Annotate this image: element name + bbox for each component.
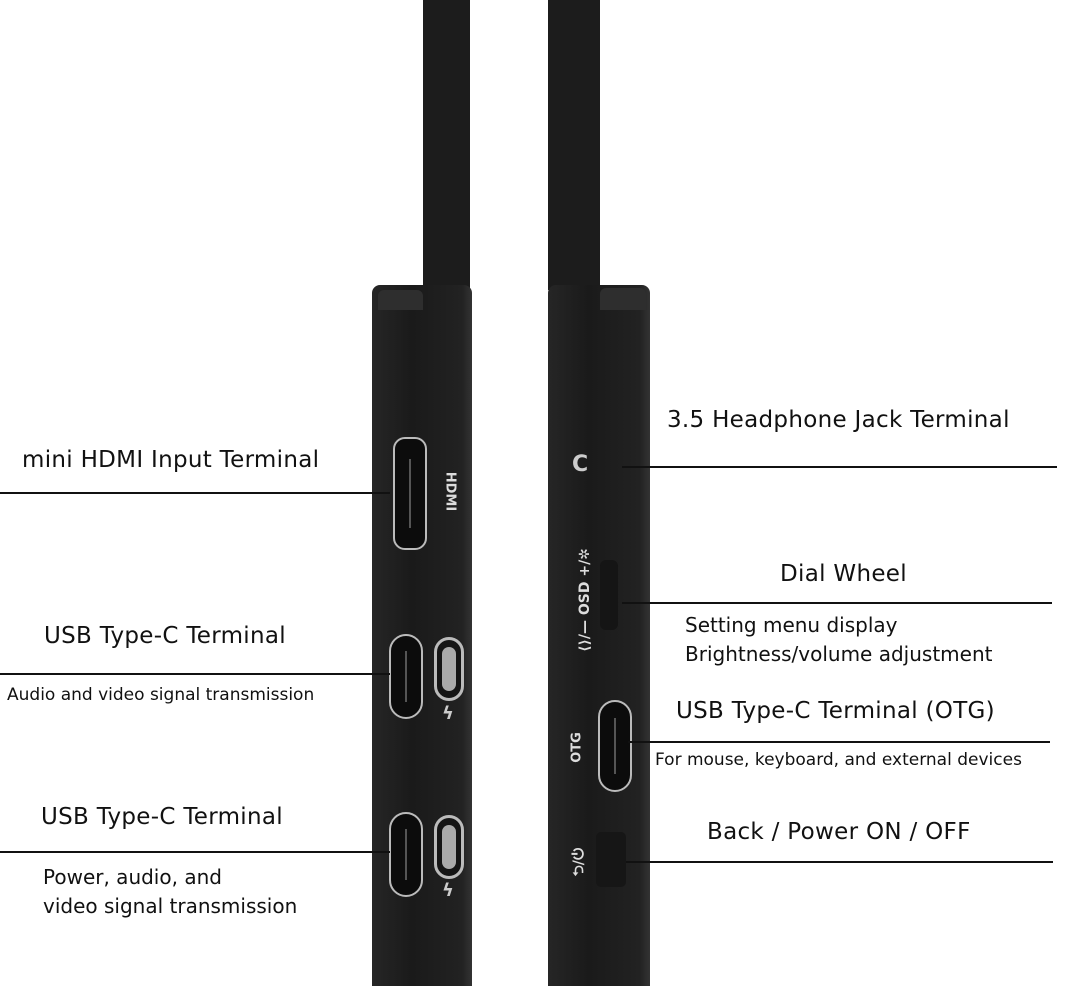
usbc2-desc-2: video signal transmission	[43, 894, 298, 918]
mini-hdmi-port	[393, 437, 427, 550]
dial-desc-1: Setting menu display	[685, 613, 898, 637]
usb-c-port-2	[389, 812, 423, 897]
left-device-stalk	[423, 0, 470, 290]
otg-title: USB Type-C Terminal (OTG)	[676, 698, 995, 724]
otg-leader-line	[628, 741, 1050, 743]
bolt-icon: ϟ	[442, 880, 454, 901]
usb-c-otg-port	[598, 700, 632, 792]
otg-marking: OTG	[569, 732, 585, 763]
usbc1-desc: Audio and video signal transmission	[7, 685, 315, 705]
power-title: Back / Power ON / OFF	[707, 819, 971, 845]
power-leader-line	[626, 861, 1053, 863]
usbc2-leader-line	[0, 851, 390, 853]
right-device-stalk	[548, 0, 600, 290]
usb-c-port-1b	[434, 637, 464, 701]
headphone-leader-line	[622, 466, 1057, 468]
power-button	[596, 832, 626, 887]
dial-wheel	[600, 560, 618, 630]
usbc2-desc-1: Power, audio, and	[43, 865, 222, 889]
left-device-lip	[378, 290, 423, 310]
usbc2-title: USB Type-C Terminal	[41, 804, 283, 830]
dial-leader-line	[622, 602, 1052, 604]
usbc1-title: USB Type-C Terminal	[44, 623, 286, 649]
right-device-lip	[600, 288, 646, 310]
hdmi-leader-line	[0, 492, 390, 494]
headphone-icon: C	[572, 452, 589, 477]
power-marking: ⮌/⏻	[571, 847, 587, 877]
dial-title: Dial Wheel	[780, 561, 907, 587]
usbc1-leader-line	[0, 673, 390, 675]
headphone-title: 3.5 Headphone Jack Terminal	[667, 407, 1010, 433]
hdmi-title: mini HDMI Input Terminal	[22, 447, 320, 473]
hdmi-marking: HDMI	[442, 471, 458, 512]
bolt-icon: ϟ	[442, 703, 454, 724]
dial-marking: ⟨⟩/— OSD +/✲	[577, 548, 593, 652]
usb-c-port-2b	[434, 815, 464, 879]
otg-desc: For mouse, keyboard, and external device…	[655, 750, 1022, 770]
usb-c-port-1	[389, 634, 423, 719]
dial-desc-2: Brightness/volume adjustment	[685, 642, 993, 666]
